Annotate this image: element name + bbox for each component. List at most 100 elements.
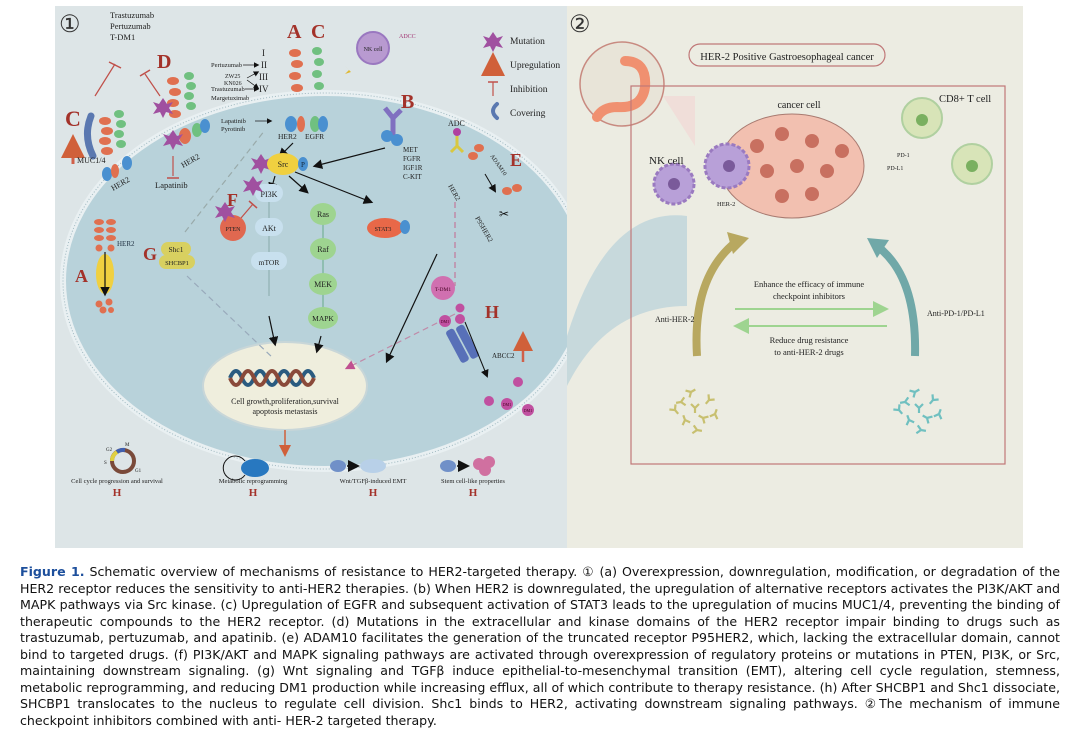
nk-cell-label: NK cell xyxy=(649,155,684,167)
stat3-node: STAT3 xyxy=(367,218,410,238)
emt-label: Wnt/TGFβ-induced EMT xyxy=(340,478,407,485)
src-node xyxy=(267,153,299,175)
tdm1-efflux: T-DM1 DM1 DM1 DM1 xyxy=(431,276,534,416)
svg-text:Shc1: Shc1 xyxy=(169,245,184,254)
legend-inhibition: Inhibition xyxy=(510,85,548,95)
egfr-label: EGFR xyxy=(305,132,324,141)
ras-label: Ras xyxy=(317,210,329,219)
anti-her2-arrow xyxy=(692,237,740,357)
legend-covering-icon xyxy=(491,102,499,120)
pdl1-label: PD-L1 xyxy=(887,166,903,172)
antibody-icon xyxy=(698,414,709,424)
her2-label-dimer: HER2 xyxy=(278,132,297,141)
rtk-receptor-icon xyxy=(383,106,403,136)
adc-antibody-icon xyxy=(449,136,465,154)
svg-text:PTEN: PTEN xyxy=(226,227,242,233)
anti-pd1-antibodies xyxy=(893,388,943,435)
antibody-icon xyxy=(675,396,687,407)
stomach-icon xyxy=(592,56,651,122)
svg-text:S: S xyxy=(104,461,107,466)
letter-c-left: C xyxy=(65,106,81,131)
cell-cycle-item: M G2 S G1 Cell cycle progression and sur… xyxy=(71,443,163,499)
muc-label: MUC1/4 xyxy=(77,156,105,165)
svg-text:DM1: DM1 xyxy=(441,319,449,324)
panel-2-immunotherapy-combination: ② HER-2 Positive Gastroesophageal cancer… xyxy=(567,6,1023,548)
letter-b: B xyxy=(401,91,414,113)
caption-label: Figure 1. xyxy=(20,564,85,579)
src-label: Src xyxy=(278,160,289,169)
nucleus-label-2: apoptosis metastasis xyxy=(252,407,317,416)
letter-c-top: C xyxy=(311,21,325,43)
panel-2-title: HER-2 Positive Gastroesophageal cancer xyxy=(700,52,874,63)
svg-text:DM1: DM1 xyxy=(524,408,532,413)
domain-iii: III xyxy=(259,72,268,82)
her2-receptor-left xyxy=(99,110,132,181)
antibody-icon xyxy=(922,414,933,424)
adc-label: ADC xyxy=(448,119,465,128)
drug-tdm1: T-DM1 xyxy=(110,32,135,42)
antibody-icon xyxy=(690,403,700,413)
her2-receptor-mutated xyxy=(153,72,210,150)
svg-text:G1: G1 xyxy=(135,469,142,474)
lapatinib-label: Lapatinib xyxy=(155,180,188,190)
svg-text:M: M xyxy=(125,443,130,448)
svg-text:G2: G2 xyxy=(106,448,113,453)
antibody-icon xyxy=(905,414,915,426)
mapk-label: MAPK xyxy=(312,314,334,323)
letter-f: F xyxy=(227,190,238,210)
enhance-text-2: checkpoint inhibitors xyxy=(773,291,845,301)
domain-ii: II xyxy=(261,60,267,70)
pi3k-pathway: PI3K AKt mTOR xyxy=(243,176,287,296)
emt-item: Wnt/TGFβ-induced EMT H xyxy=(330,459,406,499)
svg-text:STAT3: STAT3 xyxy=(375,227,392,233)
tki-lapatinib: Lapatinib xyxy=(221,118,246,125)
legend-mutation-icon xyxy=(483,32,503,52)
letter-d: D xyxy=(157,51,171,73)
mtor-label: mTOR xyxy=(259,258,280,267)
antibody-icon xyxy=(709,408,719,420)
reduce-text-1: Reduce drug resistance xyxy=(770,335,849,345)
antibody-icon xyxy=(914,403,924,413)
title-box xyxy=(688,43,886,67)
panel-number: ① xyxy=(59,12,81,38)
antibody-icon xyxy=(669,404,680,415)
antibody-icon xyxy=(704,394,715,405)
enhance-text-1: Enhance the efficacy of immune xyxy=(754,279,865,289)
letter-g: G xyxy=(143,244,157,264)
legend-upregulation: Upregulation xyxy=(510,61,560,71)
mek-label: MEK xyxy=(314,280,332,289)
her2-degradation xyxy=(94,219,116,314)
letter-a-left: A xyxy=(75,266,88,286)
metabolic-item: Metabolic reprogramming H xyxy=(219,455,288,499)
anti-pd1-label: Anti-PD-1/PD-L1 xyxy=(927,309,985,318)
receptor-igf1r: IGF1R xyxy=(403,164,423,172)
caption-text: Schematic overview of mechanisms of resi… xyxy=(20,564,1060,728)
legend: Mutation Upregulation Inhibition Coverin… xyxy=(481,32,560,120)
letter-h: H xyxy=(485,302,499,322)
zoom-cone xyxy=(567,215,687,386)
mechanism-box xyxy=(630,85,1006,465)
legend-mutation: Mutation xyxy=(510,37,545,47)
cancer-cell-label: cancer cell xyxy=(777,100,820,111)
margetuximab-label: Margetuximab xyxy=(211,95,249,102)
drug-trastuzumab: Trastuzumab xyxy=(110,10,154,20)
svg-text:H: H xyxy=(369,487,378,499)
svg-text:H: H xyxy=(113,487,122,499)
svg-text:H: H xyxy=(469,487,478,499)
her2-label-degradation: HER2 xyxy=(117,240,135,248)
receptor-fgfr: FGFR xyxy=(403,155,421,163)
antibody-icon xyxy=(933,408,943,420)
cancer-cell-cluster xyxy=(719,113,865,219)
figure: Cell growth,proliferation,survival apopt… xyxy=(55,6,1023,548)
her2-label: HER-2 xyxy=(717,201,735,208)
anti-her2-label: Anti-HER-2 xyxy=(655,315,695,324)
antibody-icon xyxy=(915,424,927,435)
antibody-icon xyxy=(685,388,696,398)
phospho-label: P xyxy=(301,161,305,169)
stem-cell-label: Stem cell-like properties xyxy=(441,478,505,485)
legend-covering: Covering xyxy=(510,109,546,119)
stem-cell-item: Stem cell-like properties H xyxy=(440,456,505,499)
mutation-icon xyxy=(153,98,173,118)
letter-e: E xyxy=(510,150,522,170)
antibody-icon xyxy=(345,66,351,74)
